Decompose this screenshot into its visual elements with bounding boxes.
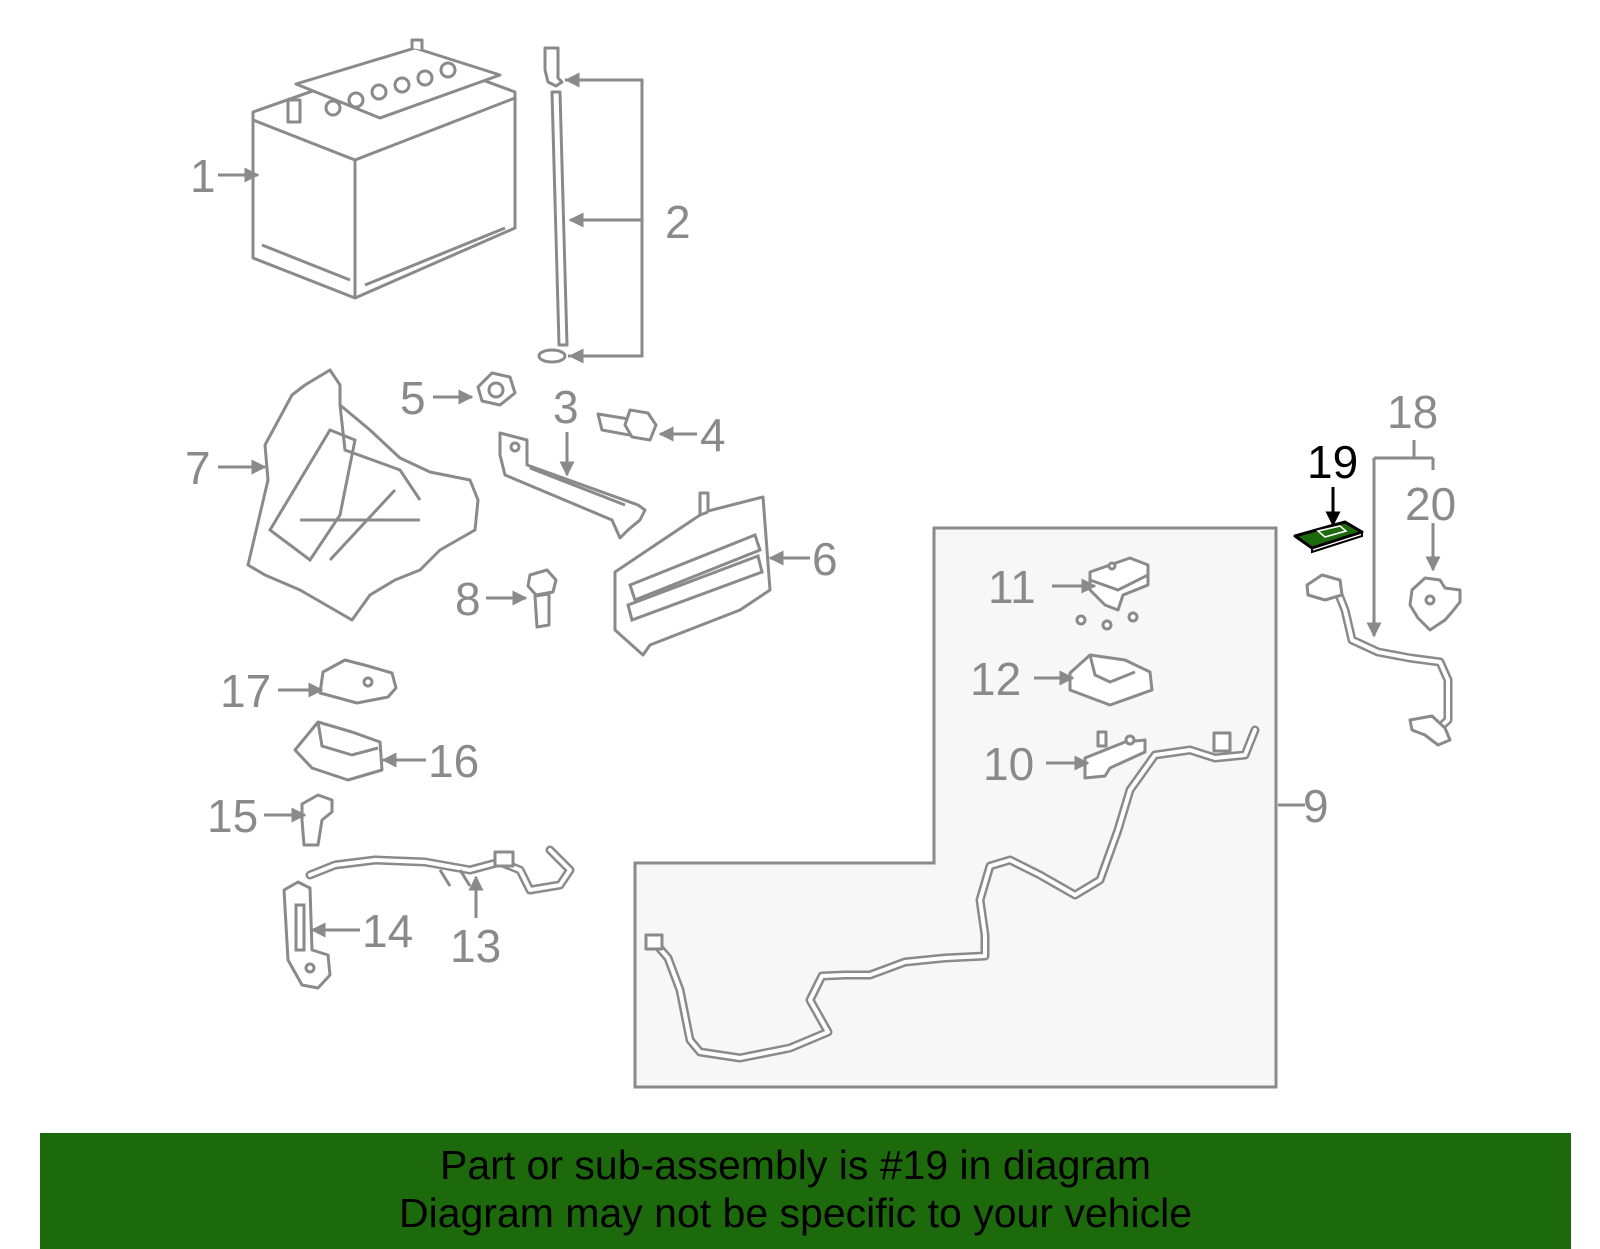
part-17 (318, 658, 398, 705)
part-12 (1068, 653, 1154, 707)
nut-small-b (1101, 619, 1113, 631)
tray-plate (613, 491, 772, 657)
hold-down-rod (537, 46, 644, 364)
hold-down-bracket (498, 431, 647, 540)
part-16 (293, 720, 384, 782)
callout-17: 17 (220, 665, 271, 717)
info-banner: Part or sub-assembly is #19 in diagram D… (40, 1133, 1571, 1249)
callout-9: 9 (1303, 780, 1329, 832)
bolt-8 (526, 568, 558, 629)
callout-15: 15 (207, 790, 258, 842)
callout-12: 12 (970, 653, 1021, 705)
callout-10: 10 (983, 738, 1034, 790)
callout-7: 7 (185, 442, 211, 494)
banner-line-1: Part or sub-assembly is #19 in diagram (440, 1142, 1151, 1188)
part-19-highlighted (1293, 520, 1364, 554)
callout-5: 5 (400, 372, 426, 424)
battery (251, 38, 517, 300)
callout-13: 13 (450, 920, 501, 972)
part-10 (1083, 730, 1147, 780)
callout-14: 14 (362, 905, 413, 957)
callout-16: 16 (428, 735, 479, 787)
main-cable-9 (644, 725, 1260, 1063)
part-14 (282, 880, 332, 990)
callout-8: 8 (455, 573, 481, 625)
callout-19: 19 (1307, 436, 1358, 488)
part-11 (1088, 556, 1150, 612)
nut-small-c (1127, 611, 1139, 623)
part-20 (1408, 576, 1462, 632)
callout-4: 4 (700, 409, 726, 461)
banner-line-2: Diagram may not be specific to your vehi… (398, 1190, 1192, 1236)
harness-13 (305, 845, 575, 895)
callout-11: 11 (988, 561, 1036, 613)
leader-18 (1374, 440, 1433, 636)
nut-small-a (1075, 614, 1087, 626)
callout-1: 1 (190, 150, 216, 202)
callout-3: 3 (553, 381, 579, 433)
callout-20: 20 (1405, 478, 1456, 530)
callout-2: 2 (665, 196, 691, 248)
callout-6: 6 (812, 533, 838, 585)
part-15 (300, 793, 334, 847)
callout-18: 18 (1387, 386, 1438, 438)
nut-5 (476, 371, 517, 407)
bolt-4 (596, 408, 658, 442)
battery-tray (246, 368, 480, 622)
cable-18 (1305, 573, 1453, 747)
